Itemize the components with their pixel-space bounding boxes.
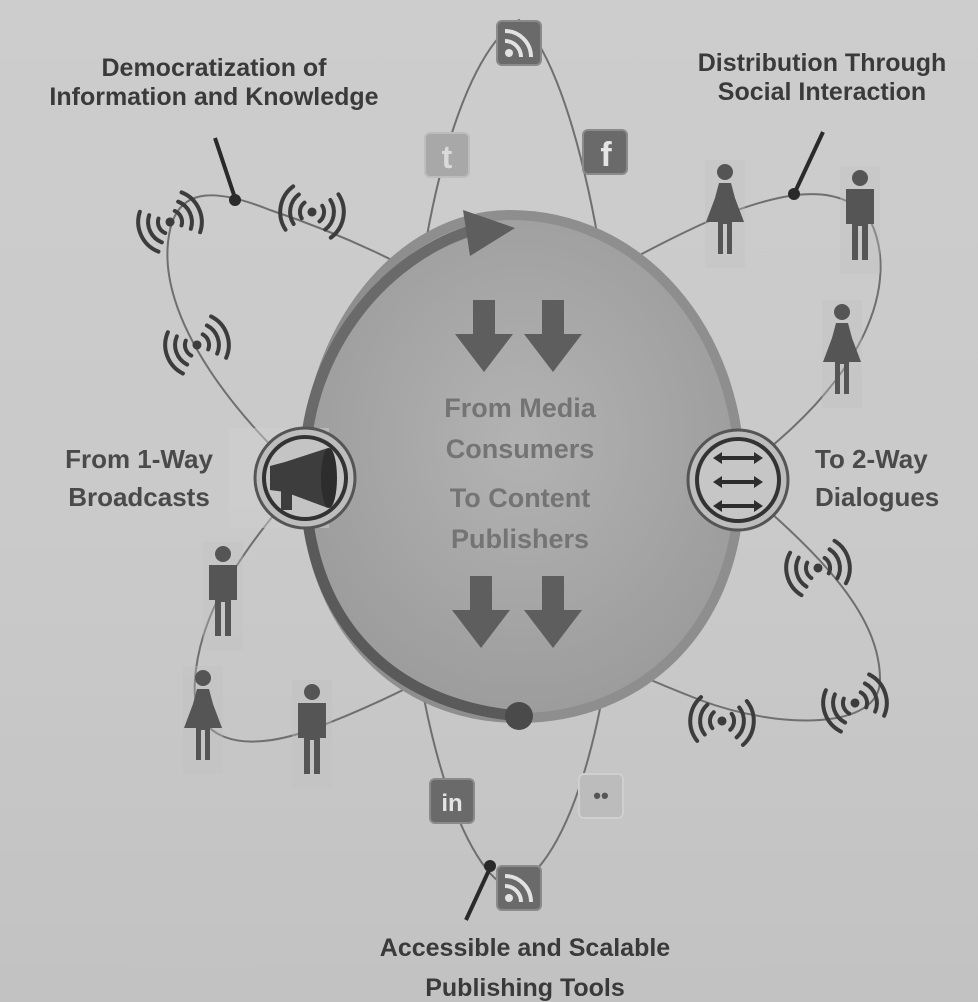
facebook-icon: f	[582, 129, 628, 175]
label-line: Broadcasts	[68, 481, 210, 512]
label-line: Social Interaction	[717, 78, 927, 107]
pointer-bottom	[464, 867, 492, 921]
label-line: Information and Knowledge	[49, 83, 379, 112]
label-line: Dialogues	[815, 481, 940, 512]
person-male-icon	[203, 542, 243, 650]
svg-text:t: t	[442, 139, 453, 175]
flickr-icon: ••	[578, 773, 624, 819]
cycle-arc-bottom	[299, 477, 520, 722]
linkedin-icon: in	[429, 778, 475, 824]
center-caption: From Media Consumers To Content Publishe…	[380, 388, 660, 560]
cycle-start-dot	[505, 702, 533, 730]
svg-text:••: ••	[593, 783, 608, 808]
pointer-dot	[229, 194, 241, 206]
pointer-top-left	[213, 137, 237, 199]
broadcast-signal-icon	[157, 311, 237, 379]
rss-icon	[495, 19, 543, 67]
svg-text:in: in	[441, 790, 462, 817]
pointer-dot	[788, 188, 800, 200]
svg-text:f: f	[600, 136, 612, 174]
label-one-way: From 1-Way Broadcasts	[46, 441, 232, 516]
app-icons: t f in ••	[424, 19, 628, 912]
twitter-icon: t	[424, 132, 470, 178]
pointer-dot	[484, 860, 496, 872]
label-line: To 2-Way	[815, 444, 928, 474]
broadcast-signal-icon	[815, 669, 895, 737]
center-line: Publishers	[450, 524, 590, 554]
person-male-icon	[292, 680, 332, 788]
broadcast-signal-icon	[129, 186, 211, 258]
megaphone-hub	[229, 426, 357, 530]
cycle-arrowhead-icon	[463, 210, 515, 256]
pointer-lines	[213, 131, 825, 921]
broadcast-signal-icon	[686, 694, 758, 748]
label-distribution: Distribution Through Social Interaction	[668, 49, 976, 108]
label-line: Accessible and Scalable	[379, 934, 671, 962]
label-democratization: Democratization of Information and Knowl…	[14, 54, 414, 113]
rss-icon	[495, 864, 543, 912]
broadcast-signal-icon	[274, 182, 350, 242]
person-female-icon	[705, 160, 745, 268]
center-line: Consumers	[445, 434, 595, 464]
dialogue-hub	[686, 428, 790, 532]
megaphone-icon	[270, 448, 337, 510]
label-publishing-tools: Accessible and Scalable Publishing Tools	[330, 928, 720, 1002]
label-two-way: To 2-Way Dialogues	[815, 441, 975, 516]
person-male-icon	[840, 166, 880, 274]
label-line: Distribution Through	[697, 49, 947, 77]
center-line: To Content	[449, 483, 591, 513]
center-line: From Media	[444, 393, 596, 423]
label-line: Democratization of	[101, 54, 327, 82]
label-line: Publishing Tools	[425, 974, 625, 1002]
person-female-icon	[822, 300, 862, 408]
person-female-icon	[183, 666, 223, 774]
bidirectional-arrows-icon	[713, 452, 763, 512]
label-line: From 1-Way	[65, 444, 213, 474]
pointer-top-right	[793, 131, 825, 193]
